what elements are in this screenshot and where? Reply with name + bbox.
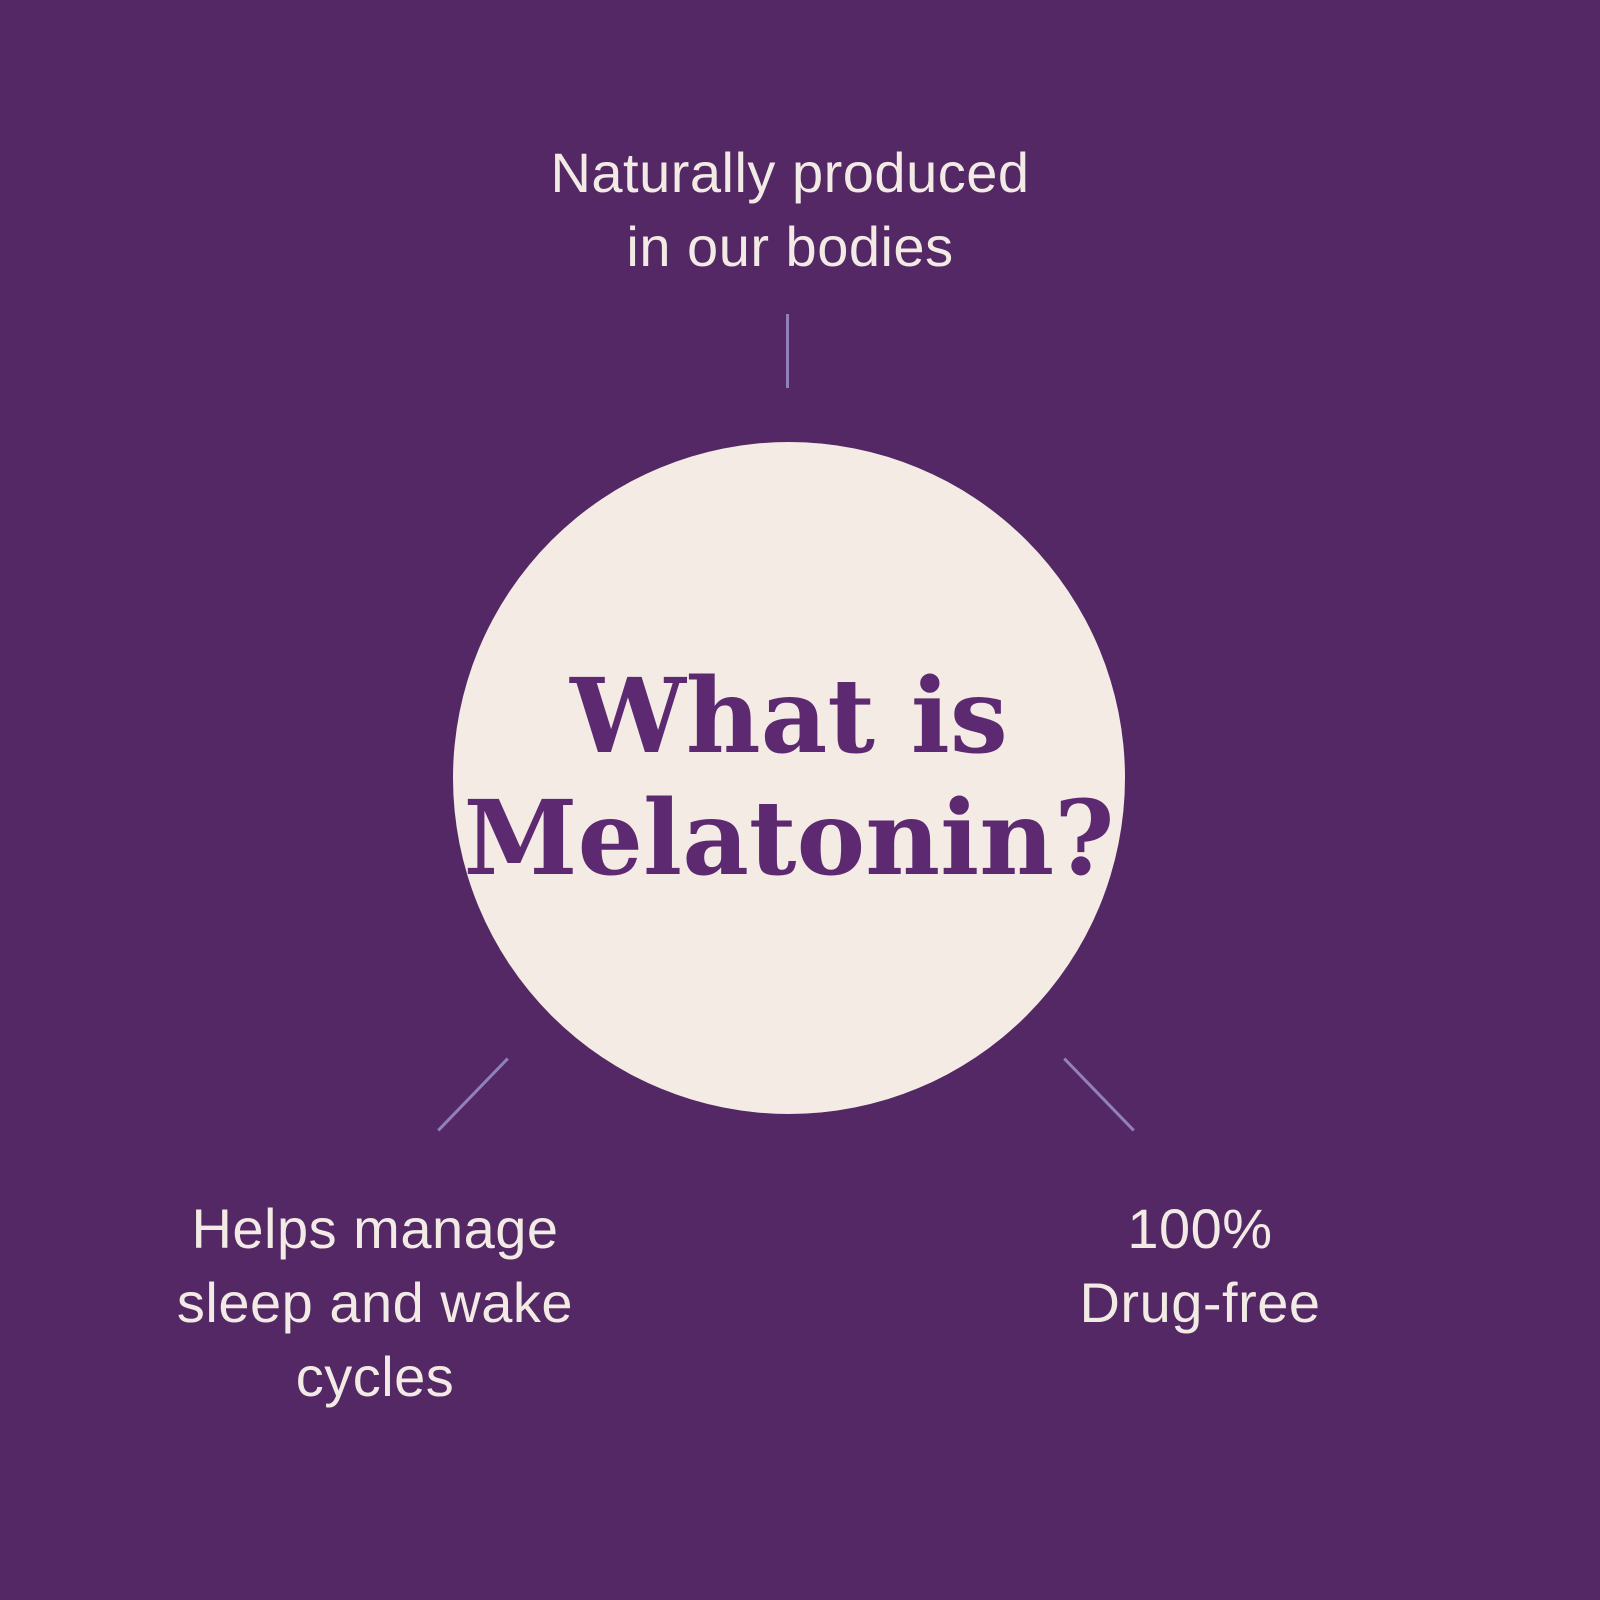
label-helps-manage-line2: sleep and wake [176,1270,574,1334]
label-helps-manage-line1: Helps manage [191,1197,559,1260]
title-line1: What is [570,656,1008,778]
connector-top-line [786,314,789,388]
label-helps-manage: Helps manage sleep and wake cycles [90,1192,660,1414]
label-helps-manage-line3: cycles [295,1344,455,1408]
center-circle: What is Melatonin? [453,442,1125,1114]
label-naturally-produced-line1: Naturally produced [550,141,1030,204]
title-line2: Melatonin? [463,778,1115,899]
label-drug-free-line1: 100% [1127,1197,1273,1260]
label-drug-free-line2: Drug-free [1079,1270,1321,1334]
label-naturally-produced-line2: in our bodies [626,214,954,278]
label-drug-free: 100% Drug-free [930,1192,1470,1340]
connector-bottom-left-line [437,1057,509,1132]
infographic-title: What is Melatonin? [464,656,1115,899]
label-naturally-produced: Naturally produced in our bodies [0,136,1580,284]
connector-bottom-right-line [1063,1057,1135,1132]
